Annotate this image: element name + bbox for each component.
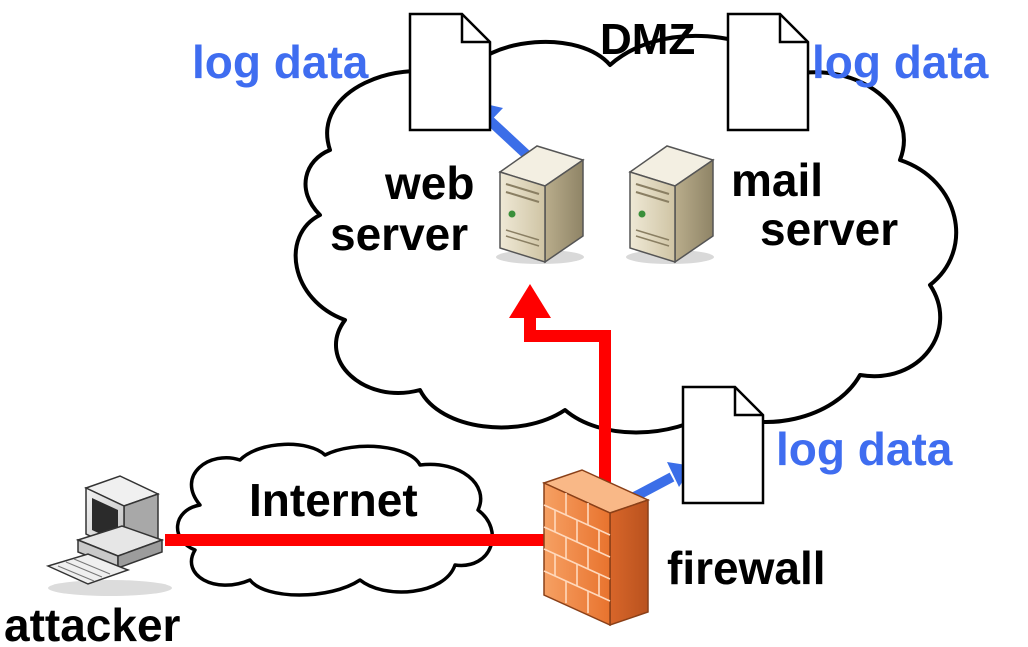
attacker-label: attacker [4,599,181,647]
mail-server-label-line2: server [760,203,898,255]
internet-cloud [175,442,495,597]
web-server-icon [496,145,585,264]
attacker-computer-icon [45,475,172,596]
web-log-label: log data [192,36,369,88]
attack-path-line [165,316,611,546]
firewall-label: firewall [667,542,826,594]
dmz-label: DMZ [600,15,695,64]
dmz-cloud [293,33,958,435]
firewall-icon [541,469,651,627]
mail-server-label-line1: mail [731,154,823,206]
internet-label: Internet [249,474,418,526]
web-log-document-icon [408,12,492,132]
attack-path-arrowhead [509,284,551,318]
firewall-log-label: log data [776,423,953,475]
web-server-label-line1: web [384,157,474,209]
mail-log-label: log data [812,36,989,88]
mail-server-icon [626,145,715,264]
web-server-label-line2: server [330,208,468,260]
firewall-log-document-icon [681,385,765,505]
mail-log-document-icon [726,12,810,132]
